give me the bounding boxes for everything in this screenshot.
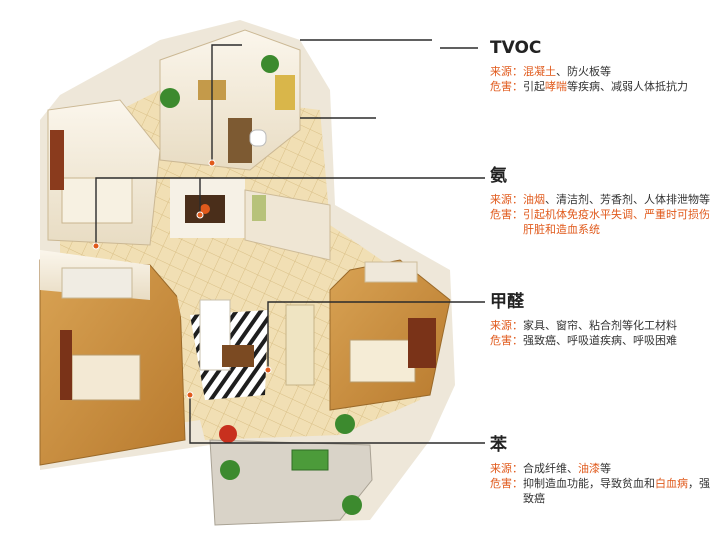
toilet xyxy=(249,129,267,147)
source-label: 来源： xyxy=(490,65,523,78)
bed-bottom-left xyxy=(71,354,141,401)
harm-segment: 强致癌、呼吸道疾病、呼吸困难 xyxy=(523,334,677,347)
source-row: 来源：合成纤维、油漆等 xyxy=(490,461,718,476)
harm-segment: 引起机体免疫水平失调、严重时可损伤肝脏和造血系统 xyxy=(523,208,710,236)
harm-text: 强致癌、呼吸道疾病、呼吸困难 xyxy=(523,333,677,348)
plant-balcony-left xyxy=(220,460,240,480)
pollutant-name: TVOC xyxy=(490,38,542,58)
pollutant-formaldehyde: 甲醛 来源：家具、窗帘、粘合剂等化工材料 危害：强致癌、呼吸道疾病、呼吸困难 xyxy=(490,292,718,348)
harm-label: 危害： xyxy=(490,334,523,347)
pollutant-name: 甲醛 xyxy=(490,292,524,312)
wall-painting xyxy=(252,195,266,221)
harm-label: 危害： xyxy=(490,80,523,93)
dot-ammonia-bedroom xyxy=(92,242,100,250)
harm-segment: ，强致癌 xyxy=(523,477,710,505)
headboard-right xyxy=(408,318,436,368)
source-segment: 油烟 xyxy=(523,193,545,206)
pollutant-benzene: 苯 来源：合成纤维、油漆等 危害：抑制造血功能，导致贫血和白血病，强致癌 xyxy=(490,435,718,506)
source-segment: 家具、窗帘、粘合剂等化工材料 xyxy=(523,319,677,332)
harm-segment: 引起 xyxy=(523,80,545,93)
pollutant-name: 苯 xyxy=(490,435,507,455)
mahjong-table xyxy=(291,449,329,471)
source-text: 混凝土、防火板等 xyxy=(523,64,611,79)
plant-balcony-right xyxy=(342,495,362,515)
leader-benzene xyxy=(189,395,485,444)
marker-dots xyxy=(92,159,272,399)
plant-bathroom xyxy=(261,55,279,73)
source-row: 来源：家具、窗帘、粘合剂等化工材料 xyxy=(490,318,718,333)
source-text: 油烟、清洁剂、芳香剂、人体排泄物等 xyxy=(523,192,710,207)
harm-row: 危害：引起哮喘等疾病、减弱人体抵抗力 xyxy=(490,79,718,94)
harm-label: 危害： xyxy=(490,208,523,221)
harm-row: 危害：引起机体免疫水平失调、严重时可损伤肝脏和造血系统 xyxy=(490,207,718,237)
harm-row: 危害：强致癌、呼吸道疾病、呼吸困难 xyxy=(490,333,718,348)
flower-pot xyxy=(219,425,237,443)
source-segment: 、清洁剂、芳香剂、人体排泄物等 xyxy=(545,193,710,206)
harm-segment: 等疾病、减弱人体抵抗力 xyxy=(567,80,688,93)
source-segment: 等 xyxy=(600,462,611,475)
pollutant-tvoc: TVOC 来源：混凝土、防火板等 危害：引起哮喘等疾病、减弱人体抵抗力 xyxy=(490,38,718,94)
leader-lines xyxy=(95,39,485,444)
source-row: 来源：混凝土、防火板等 xyxy=(490,64,718,79)
pollutant-ammonia: 氨 来源：油烟、清洁剂、芳香剂、人体排泄物等 危害：引起机体免疫水平失调、严重时… xyxy=(490,166,718,237)
pollutant-name: 氨 xyxy=(490,166,507,186)
leader-formaldehyde xyxy=(267,301,485,370)
source-text: 家具、窗帘、粘合剂等化工材料 xyxy=(523,318,677,333)
bed-top-left xyxy=(61,177,133,224)
headboard-top-left xyxy=(50,130,64,190)
harm-segment: 哮喘 xyxy=(545,80,567,93)
dot-ammonia-dining xyxy=(196,211,204,219)
leader-ammonia xyxy=(95,177,485,245)
dining-flowers xyxy=(200,204,210,214)
dot-benzene xyxy=(186,391,194,399)
harm-text: 引起机体免疫水平失调、严重时可损伤肝脏和造血系统 xyxy=(523,207,718,237)
harm-text: 抑制造血功能，导致贫血和白血病，强致癌 xyxy=(523,476,718,506)
dot-tvoc xyxy=(208,159,216,167)
harm-label: 危害： xyxy=(490,477,523,490)
source-label: 来源： xyxy=(490,462,523,475)
leader-tvoc xyxy=(211,44,242,163)
living-room-wall xyxy=(244,189,331,261)
source-segment: 油漆 xyxy=(578,462,600,475)
harm-segment: 白血病 xyxy=(655,477,688,490)
source-segment: 、防火板等 xyxy=(556,65,611,78)
harm-row: 危害：抑制造血功能，导致贫血和白血病，强致癌 xyxy=(490,476,718,506)
bed-right xyxy=(349,339,416,383)
bathroom-art xyxy=(275,75,295,110)
wardrobe xyxy=(61,267,133,299)
window-right xyxy=(364,261,418,283)
harm-segment: 抑制造血功能，导致贫血和 xyxy=(523,477,655,490)
source-row: 来源：油烟、清洁剂、芳香剂、人体排泄物等 xyxy=(490,192,718,207)
kitchen-counter xyxy=(228,118,252,163)
source-text: 合成纤维、油漆等 xyxy=(523,461,611,476)
plant-kitchen xyxy=(160,88,180,108)
coffee-table xyxy=(222,345,254,367)
source-label: 来源： xyxy=(490,193,523,206)
source-segment: 合成纤维、 xyxy=(523,462,578,475)
harm-text: 引起哮喘等疾病、减弱人体抵抗力 xyxy=(523,79,688,94)
dot-formaldehyde xyxy=(264,366,272,374)
source-label: 来源： xyxy=(490,319,523,332)
source-segment: 混凝土 xyxy=(523,65,556,78)
plant-living xyxy=(335,414,355,434)
tv-cabinet xyxy=(285,304,315,386)
headboard-bottom-left xyxy=(60,330,72,400)
